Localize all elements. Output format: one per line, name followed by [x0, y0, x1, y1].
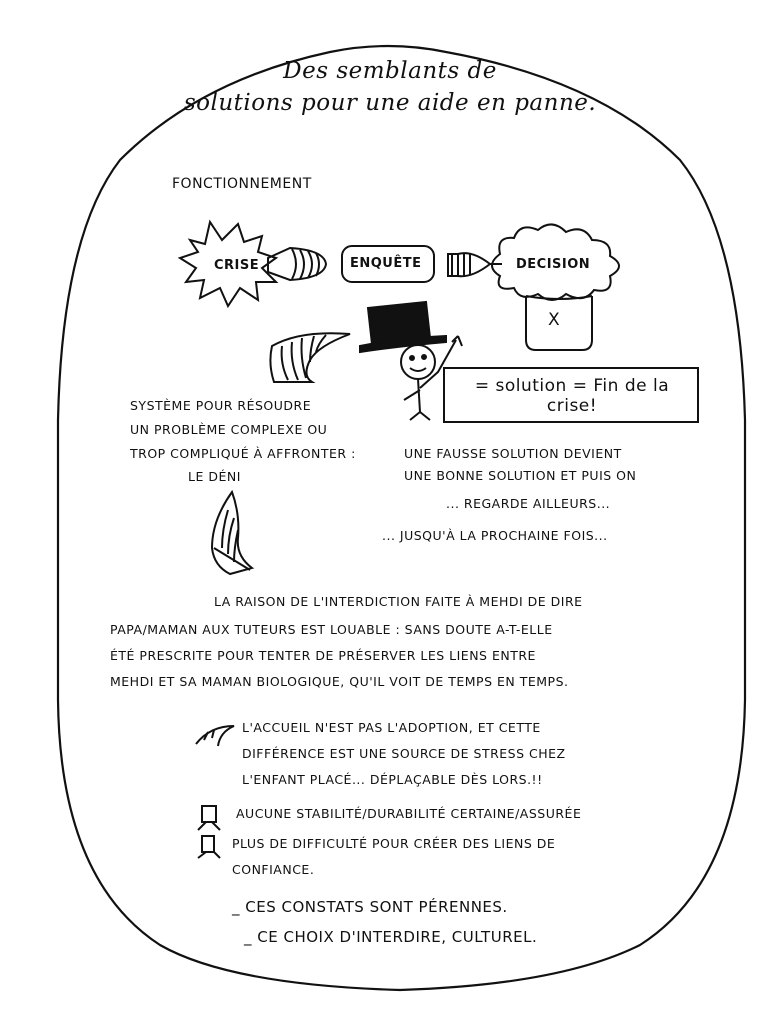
- bullet-3-line-2: confiance.: [232, 862, 315, 877]
- systeme-line-3: trop compliqué à affronter :: [130, 446, 356, 461]
- fausse-solution-line-2: une bonne solution et puis on: [404, 468, 637, 483]
- systeme-line-1: Système pour résoudre: [130, 398, 312, 413]
- title-line-1: Des semblants de: [283, 58, 497, 84]
- solution-box: [443, 367, 699, 423]
- decision-box-mark: X: [548, 310, 561, 330]
- bullet-3-line-1: Plus de difficulté pour créer des liens …: [232, 836, 556, 851]
- bullet-horn-icon: [195, 725, 235, 747]
- bullet-1-line-3: l'enfant placé... déplaçable dès lors.!!: [242, 772, 543, 787]
- section-heading: Fonctionnement: [172, 176, 312, 192]
- title-line-2: solutions pour une aide en panne.: [183, 90, 597, 116]
- curved-horn-arrow-2: [210, 489, 255, 576]
- rounded-frame: [56, 44, 747, 992]
- decision-x-box: [525, 296, 593, 351]
- fausse-solution-line-1: une fausse solution devient: [404, 446, 622, 461]
- decision-cloud: [491, 223, 620, 301]
- enquete-label: ENQUÊTE: [350, 256, 422, 271]
- curved-horn-arrow-1: [269, 332, 351, 383]
- striped-cone-arrow-1: [267, 246, 328, 282]
- fausse-solution-line-4: ... jusqu'à la prochaine fois...: [382, 528, 608, 543]
- bullet-1-line-2: différence est une source de stress chez: [242, 746, 566, 761]
- solution-box-text: = solution = Fin de la crise!: [474, 376, 670, 416]
- decision-x-box-top: [525, 295, 593, 300]
- decision-label: DECISION: [516, 257, 591, 272]
- bullet-2-line: Aucune stabilité/durabilité certaine/ass…: [236, 806, 582, 821]
- fausse-solution-line-3: ... regarde ailleurs...: [446, 496, 611, 511]
- top-hat-character: [359, 300, 463, 421]
- paragraph-line-3: été prescrite pour tenter de préserver l…: [110, 648, 536, 663]
- conclusion-line-2: _ Ce choix d'interdire, culturel.: [244, 928, 538, 946]
- bullet-1-line-1: L'accueil n'est pas l'adoption, et cette: [242, 720, 541, 735]
- systeme-line-4: le déni: [188, 469, 241, 484]
- crise-label: CRISE: [214, 258, 260, 273]
- paragraph-line-1: La raison de l'interdiction faite à Mehd…: [214, 594, 583, 609]
- striped-cone-arrow-2: [447, 252, 502, 278]
- paragraph-line-2: papa/maman aux tuteurs est louable : san…: [110, 622, 553, 637]
- enquete-box: [341, 245, 435, 283]
- bullet-glyph-icon-1: [197, 805, 221, 831]
- bullet-glyph-icon-2: [197, 835, 221, 859]
- systeme-line-2: un problème complexe ou: [130, 422, 328, 437]
- paragraph-line-4: Mehdi et sa maman biologique, qu'il voit…: [110, 674, 569, 689]
- conclusion-line-1: _ Ces constats sont pérennes.: [232, 898, 508, 916]
- crise-starburst: [177, 219, 279, 309]
